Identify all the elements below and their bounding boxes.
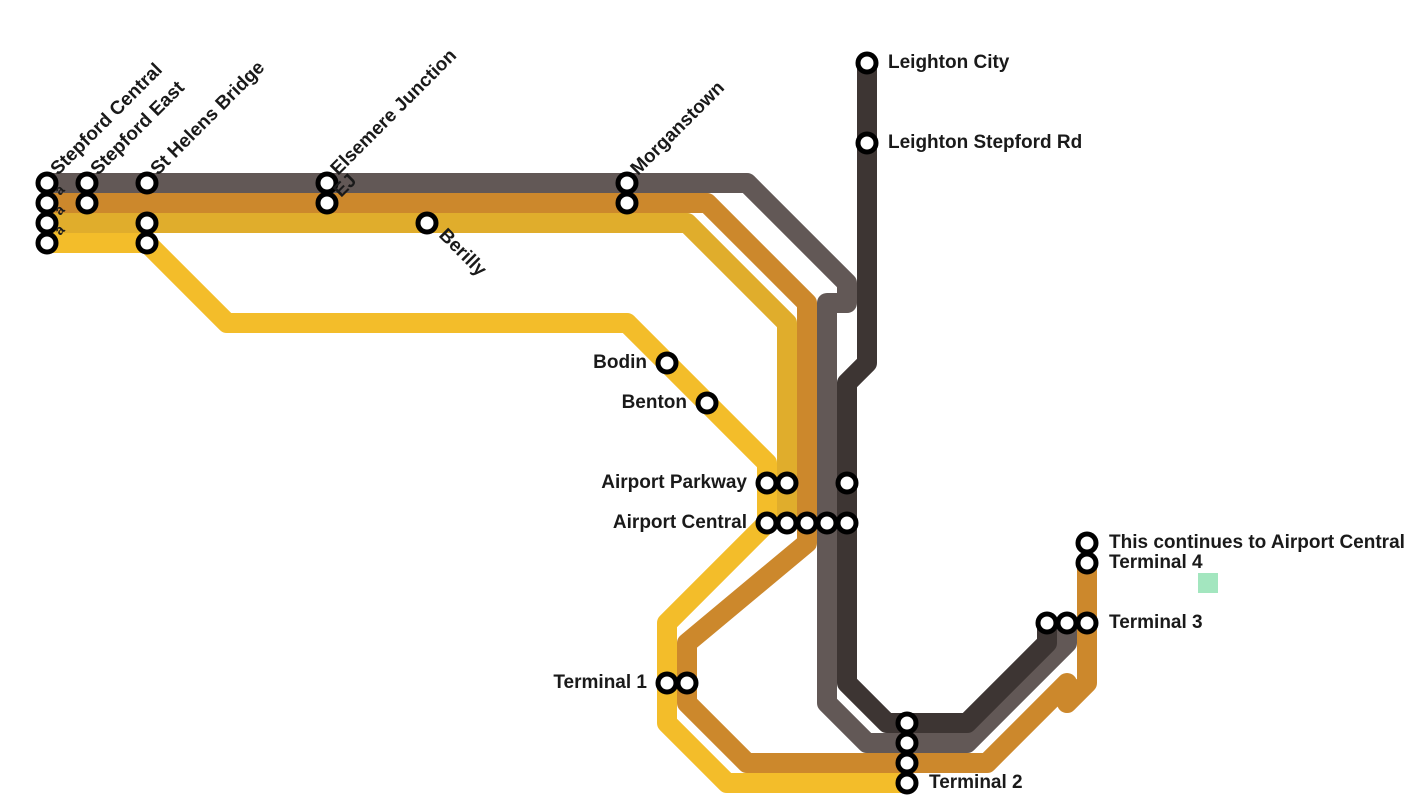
label-continues-note: This continues to Airport Central bbox=[1109, 532, 1405, 553]
label-terminal-1: Terminal 1 bbox=[553, 672, 647, 693]
station-morganstown-2[interactable] bbox=[615, 191, 639, 215]
station-airport-central-3[interactable] bbox=[795, 511, 819, 535]
station-morganstown-1[interactable] bbox=[615, 171, 639, 195]
label-benton: Benton bbox=[622, 392, 687, 413]
station-leighton-city[interactable] bbox=[855, 51, 879, 75]
station-airport-parkway-2[interactable] bbox=[775, 471, 799, 495]
station-airport-central-2[interactable] bbox=[775, 511, 799, 535]
route-dark bbox=[837, 63, 1057, 733]
station-stepford-east-1[interactable] bbox=[75, 171, 99, 195]
station-airport-parkway-3[interactable] bbox=[835, 471, 859, 495]
label-leighton-stepford-rd: Leighton Stepford Rd bbox=[888, 132, 1082, 153]
station-terminal-2-4[interactable] bbox=[895, 771, 919, 795]
label-terminal-3: Terminal 3 bbox=[1109, 612, 1203, 633]
station-stepford-central-4[interactable] bbox=[35, 231, 59, 255]
station-airport-central-4[interactable] bbox=[815, 511, 839, 535]
station-berilly[interactable] bbox=[415, 211, 439, 235]
station-airport-central-1[interactable] bbox=[755, 511, 779, 535]
station-continues-note[interactable] bbox=[1075, 531, 1099, 555]
station-benton[interactable] bbox=[695, 391, 719, 415]
label-elsemere-junction: Elsemere Junction bbox=[327, 45, 461, 179]
station-leighton-stepford-rd[interactable] bbox=[855, 131, 879, 155]
station-bodin[interactable] bbox=[655, 351, 679, 375]
station-st-helens-3[interactable] bbox=[135, 231, 159, 255]
station-terminal-2-1[interactable] bbox=[895, 711, 919, 735]
label-terminal-2: Terminal 2 bbox=[929, 772, 1023, 793]
label-airport-central: Airport Central bbox=[613, 512, 747, 533]
station-terminal-2-2[interactable] bbox=[895, 731, 919, 755]
route-orange bbox=[47, 193, 1097, 773]
station-airport-parkway-1[interactable] bbox=[755, 471, 779, 495]
label-leighton-city: Leighton City bbox=[888, 52, 1010, 73]
station-stepford-east-2[interactable] bbox=[75, 191, 99, 215]
map-marker-square[interactable] bbox=[1198, 573, 1218, 593]
label-terminal-4: Terminal 4 bbox=[1109, 552, 1203, 573]
station-st-helens-2[interactable] bbox=[135, 211, 159, 235]
station-terminal-3-3[interactable] bbox=[1075, 611, 1099, 635]
route-mustard bbox=[47, 213, 797, 523]
label-berilly: Berilly bbox=[434, 225, 490, 281]
station-st-helens-1[interactable] bbox=[135, 171, 159, 195]
station-terminal-1-1[interactable] bbox=[655, 671, 679, 695]
station-terminal-2-3[interactable] bbox=[895, 751, 919, 775]
station-terminal-4[interactable] bbox=[1075, 551, 1099, 575]
station-terminal-3-2[interactable] bbox=[1055, 611, 1079, 635]
route-grey bbox=[47, 173, 1077, 753]
label-bodin: Bodin bbox=[593, 352, 647, 373]
station-markers[interactable] bbox=[35, 51, 1099, 795]
station-elsemere-2[interactable] bbox=[315, 191, 339, 215]
label-morganstown: Morganstown bbox=[627, 77, 729, 179]
station-airport-central-5[interactable] bbox=[835, 511, 859, 535]
station-terminal-1-2[interactable] bbox=[675, 671, 699, 695]
label-airport-parkway: Airport Parkway bbox=[601, 472, 747, 493]
station-terminal-3-1[interactable] bbox=[1035, 611, 1059, 635]
